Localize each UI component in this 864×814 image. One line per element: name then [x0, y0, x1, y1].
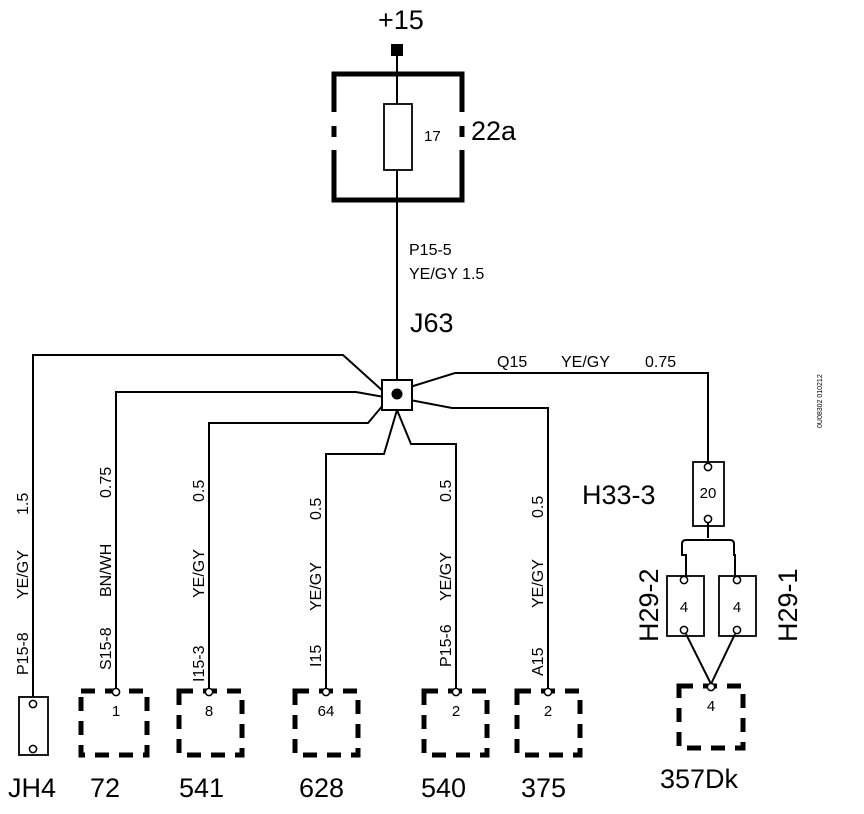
connector-h29-1: 4 — [718, 575, 757, 637]
a15-color: YE/GY — [530, 559, 547, 608]
i15-3-color: YE/GY — [191, 549, 208, 598]
supply-terminal — [391, 44, 403, 56]
i15-color: YE/GY — [308, 562, 325, 611]
connector-h29-2: 4 — [666, 575, 705, 637]
wire-i15 — [325, 409, 398, 692]
a15-code: A15 — [530, 647, 547, 676]
wire-s15-8 — [115, 391, 385, 692]
i15-3-size: 0.5 — [191, 480, 208, 502]
i15-code: I15 — [308, 645, 325, 667]
pin-h29-2: 4 — [680, 599, 688, 616]
fuse-number: 17 — [424, 128, 441, 145]
ref-jh4: JH4 — [8, 773, 56, 803]
p15-8-size: 1.5 — [15, 493, 32, 515]
ref-h29-1: H29-1 — [773, 568, 803, 642]
p15-8-code: P15-8 — [15, 632, 32, 675]
fuse-17 — [383, 103, 413, 171]
ref-541: 541 — [179, 773, 224, 803]
splice-node — [391, 388, 403, 400]
component-357dk: 4 — [676, 682, 746, 751]
s15-8-code: S15-8 — [98, 627, 115, 670]
p15-6-size: 0.5 — [438, 480, 455, 502]
ref-h29-2: H29-2 — [634, 568, 664, 642]
wire-a15 — [409, 399, 549, 692]
pin-h33-3: 20 — [700, 485, 717, 502]
component-541: 8 — [176, 687, 245, 758]
pin-628: 64 — [318, 703, 335, 720]
connector-h33-3: 20 — [692, 461, 725, 527]
q15-code: Q15 — [497, 354, 527, 371]
component-540: 2 — [421, 687, 490, 758]
p15-6-color: YE/GY — [438, 552, 455, 601]
a15-size: 0.5 — [530, 496, 547, 518]
supply-label: +15 — [378, 5, 424, 35]
i15-size: 0.5 — [308, 498, 325, 520]
p15-6-code: P15-6 — [438, 624, 455, 667]
s15-8-size: 0.75 — [98, 467, 115, 498]
pin-72: 1 — [112, 703, 120, 720]
wire-p15-6 — [396, 409, 457, 692]
doc-code: 0U08302 010212 — [817, 374, 824, 428]
wire-p15-5-code: P15-5 — [409, 242, 452, 259]
ref-72: 72 — [90, 773, 120, 803]
pin-375: 2 — [544, 703, 552, 720]
q15-size: 0.75 — [645, 354, 676, 371]
pin-540: 2 — [452, 703, 460, 720]
wire-p15-8 — [32, 354, 385, 700]
i15-3-code: I15-3 — [191, 645, 208, 682]
pin-357dk: 4 — [707, 698, 715, 715]
pin-541: 8 — [205, 703, 213, 720]
fuse-box-ref: 22a — [471, 116, 517, 146]
component-628: 64 — [292, 687, 361, 758]
ref-628: 628 — [299, 773, 344, 803]
p15-8-color: YE/GY — [15, 550, 32, 599]
wire-q15 — [409, 372, 709, 464]
ref-375: 375 — [521, 773, 566, 803]
ref-540: 540 — [421, 773, 466, 803]
wire-i15-3 — [208, 403, 385, 692]
component-72: 1 — [78, 687, 150, 758]
ref-357dk: 357Dk — [660, 764, 739, 794]
wire-p15-5-spec: YE/GY 1.5 — [409, 266, 484, 283]
s15-8-color: BN/WH — [98, 544, 115, 597]
connector-jh4 — [18, 696, 49, 756]
q15-color: YE/GY — [561, 354, 610, 371]
ref-h33-3: H33-3 — [582, 480, 656, 510]
component-375: 2 — [514, 687, 583, 758]
splice-ref: J63 — [410, 308, 454, 338]
pin-h29-1: 4 — [733, 599, 741, 616]
